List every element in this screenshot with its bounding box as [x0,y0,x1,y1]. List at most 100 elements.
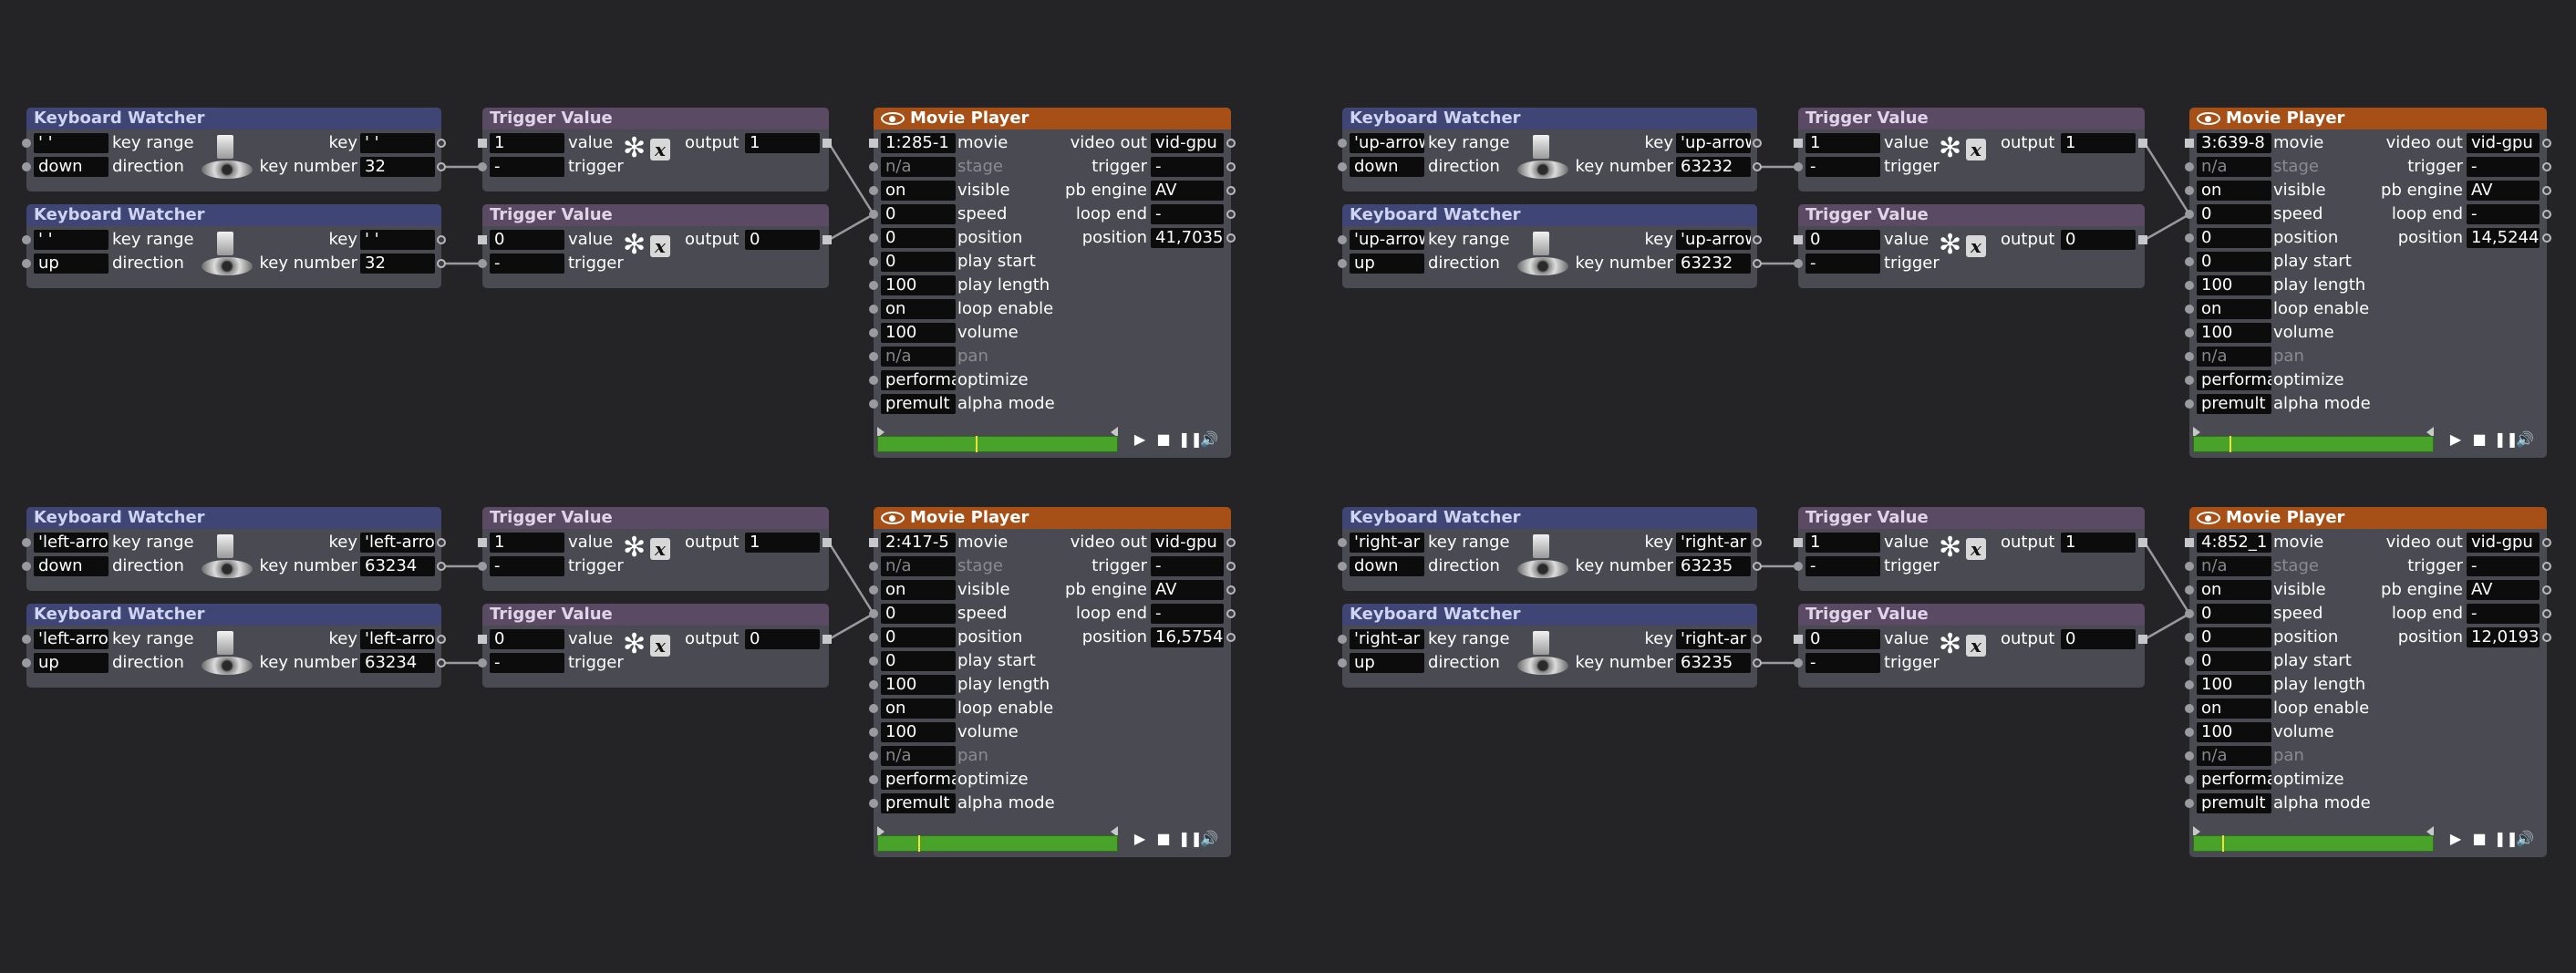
input-port[interactable] [478,635,487,644]
input-field-volume[interactable]: 100 [2197,323,2271,343]
input-field-direction[interactable]: up [34,653,109,673]
output-port[interactable] [1753,538,1762,547]
input-port[interactable] [869,657,878,666]
input-port[interactable] [869,376,878,385]
output-port[interactable] [1753,235,1762,244]
input-field-loop-enable[interactable]: on [2197,299,2271,319]
input-port[interactable] [478,538,487,547]
input-port[interactable] [869,305,878,314]
actor-title[interactable]: Keyboard Watcher [1342,507,1757,529]
input-field-trigger[interactable]: - [1805,653,1880,673]
input-field-pan[interactable]: n/a [2197,347,2271,367]
input-port[interactable] [22,259,31,268]
input-port[interactable] [478,235,487,244]
input-port[interactable] [2185,399,2194,409]
output-port[interactable] [2542,210,2551,219]
input-field-key-range[interactable]: 'right-ar [1350,629,1424,649]
input-port[interactable] [869,775,878,784]
input-port[interactable] [2185,585,2194,595]
input-port[interactable] [869,538,878,547]
input-port[interactable] [478,162,487,171]
stop-button[interactable]: ■ [1156,430,1171,448]
scrub-bar[interactable] [2193,826,2434,852]
input-field-trigger[interactable]: - [490,157,564,177]
input-port[interactable] [1794,538,1803,547]
input-port[interactable] [869,609,878,618]
input-port[interactable] [2185,281,2194,290]
input-field-trigger[interactable]: - [1805,157,1880,177]
input-field-play-length[interactable]: 100 [2197,675,2271,695]
input-port[interactable] [869,799,878,808]
input-port[interactable] [869,704,878,713]
scrub-bar[interactable] [877,427,1118,452]
pause-button[interactable]: ❚❚ [1178,430,1203,448]
output-port[interactable] [2542,162,2551,171]
input-port[interactable] [869,233,878,243]
actor-title[interactable]: Keyboard Watcher [1342,604,1757,626]
input-field-direction[interactable]: up [1350,653,1424,673]
input-field-value[interactable]: 0 [490,629,564,649]
loop-start-marker[interactable] [877,826,885,837]
input-port[interactable] [1338,235,1347,244]
input-field-play-length[interactable]: 100 [881,675,956,695]
output-port[interactable] [1226,562,1236,571]
actor-title[interactable]: Trigger Value [1798,507,2145,529]
output-port[interactable] [2542,139,2551,148]
play-button[interactable]: ▶ [2449,830,2462,847]
input-field-movie[interactable]: 1:285-1 [881,133,956,153]
input-port[interactable] [478,562,487,571]
output-port[interactable] [1226,585,1236,595]
output-port[interactable] [2138,538,2147,547]
input-field-direction[interactable]: down [34,556,109,576]
volume-icon[interactable]: 🔊 [2516,830,2534,847]
input-field-alpha-mode[interactable]: premult [881,793,956,813]
input-field-alpha-mode[interactable]: premult [2197,793,2271,813]
output-port[interactable] [2542,186,2551,195]
input-port[interactable] [1794,162,1803,171]
volume-icon[interactable]: 🔊 [1200,830,1218,847]
output-port[interactable] [2542,609,2551,618]
input-port[interactable] [2185,799,2194,808]
input-port[interactable] [1338,259,1347,268]
output-port[interactable] [1226,162,1236,171]
input-field-value[interactable]: 0 [1805,230,1880,250]
output-port[interactable] [437,658,446,668]
input-port[interactable] [869,257,878,266]
input-port[interactable] [2185,609,2194,618]
input-field-optimize[interactable]: performa [2197,370,2271,390]
input-port[interactable] [1794,562,1803,571]
input-port[interactable] [2185,633,2194,642]
output-port[interactable] [1226,633,1236,642]
input-port[interactable] [2185,728,2194,737]
input-field-loop-enable[interactable]: on [2197,699,2271,719]
actor-title[interactable]: Keyboard Watcher [26,108,441,129]
output-port[interactable] [1753,139,1762,148]
input-port[interactable] [2185,704,2194,713]
output-port[interactable] [1226,609,1236,618]
output-port[interactable] [437,562,446,571]
input-port[interactable] [2185,562,2194,571]
output-port[interactable] [1226,210,1236,219]
play-button[interactable]: ▶ [1133,830,1146,847]
input-field-position[interactable]: 0 [2197,228,2271,248]
actor-title[interactable]: Trigger Value [482,108,829,129]
output-port[interactable] [1753,635,1762,644]
input-field-position[interactable]: 0 [881,228,956,248]
playhead[interactable] [976,436,978,452]
output-port[interactable] [2542,233,2551,243]
input-port[interactable] [22,658,31,668]
output-port[interactable] [822,538,832,547]
input-field-visible[interactable]: on [2197,580,2271,600]
input-field-direction[interactable]: up [1350,254,1424,274]
input-field-play-length[interactable]: 100 [881,275,956,295]
output-port[interactable] [2138,139,2147,148]
input-field-volume[interactable]: 100 [881,323,956,343]
input-field-stage[interactable]: n/a [881,556,956,576]
